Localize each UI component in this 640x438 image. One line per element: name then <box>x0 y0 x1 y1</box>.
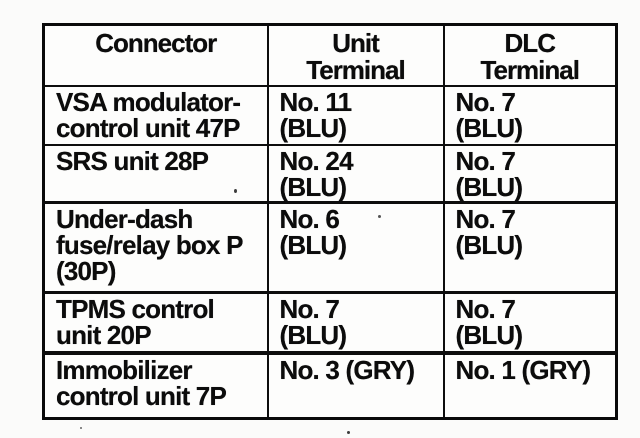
cell-connector: Immobilizer control unit 7P <box>42 351 269 420</box>
cell-dlc-terminal: No. 7 (BLU) <box>442 143 618 204</box>
scan-speck <box>347 431 350 434</box>
table-row: Under-dash fuse/relay box P (30P) No. 6 … <box>42 201 618 294</box>
cell-unit-terminal: No. 24 (BLU) <box>266 143 445 204</box>
cell-connector: SRS unit 28P <box>42 143 269 204</box>
cell-connector: Under-dash fuse/relay box P (30P) <box>42 201 269 294</box>
cell-connector: TPMS control unit 20P <box>42 291 269 355</box>
cell-unit-terminal: No. 6 (BLU) <box>266 201 445 294</box>
cell-unit-terminal: No. 3 (GRY) <box>266 351 445 420</box>
connector-terminal-table: Connector Unit Terminal DLC Terminal VSA… <box>42 23 618 420</box>
cell-connector: VSA modulator- control unit 47P <box>42 84 269 146</box>
cell-dlc-terminal: No. 1 (GRY) <box>442 351 618 420</box>
table-row: VSA modulator- control unit 47P No. 11 (… <box>42 84 618 146</box>
cell-dlc-terminal: No. 7 (BLU) <box>442 291 618 355</box>
col-header-connector: Connector <box>42 23 269 87</box>
cell-dlc-terminal: No. 7 (BLU) <box>442 201 618 294</box>
table-row: TPMS control unit 20P No. 7 (BLU) No. 7 … <box>42 291 618 355</box>
scan-speck <box>80 427 82 429</box>
col-header-dlc-terminal: DLC Terminal <box>442 23 618 87</box>
scan-speck <box>378 215 381 218</box>
cell-unit-terminal: No. 11 (BLU) <box>266 84 445 146</box>
table-row: Immobilizer control unit 7P No. 3 (GRY) … <box>42 351 618 420</box>
col-header-unit-terminal: Unit Terminal <box>266 23 445 87</box>
table-row: SRS unit 28P No. 24 (BLU) No. 7 (BLU) <box>42 143 618 204</box>
table-header-row: Connector Unit Terminal DLC Terminal <box>42 23 618 87</box>
cell-unit-terminal: No. 7 (BLU) <box>266 291 445 355</box>
cell-dlc-terminal: No. 7 (BLU) <box>442 84 618 146</box>
scan-speck <box>234 189 237 193</box>
